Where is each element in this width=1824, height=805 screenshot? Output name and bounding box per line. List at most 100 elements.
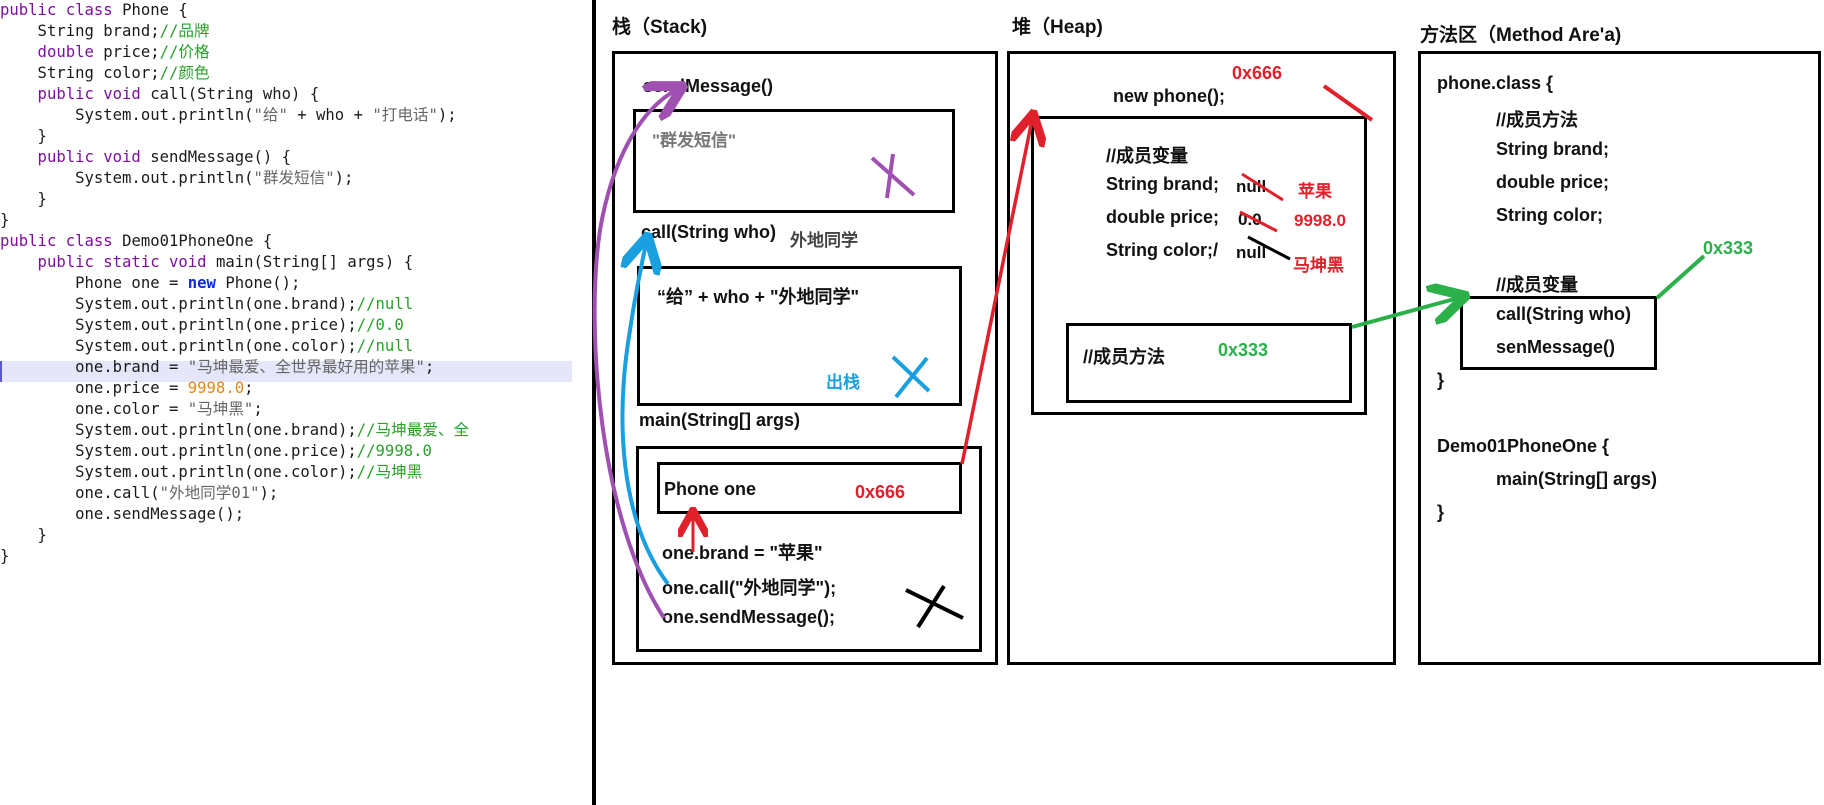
heap-methods-box bbox=[1066, 323, 1352, 403]
method-area-box bbox=[1418, 51, 1821, 665]
code-line: String color;//颜色 bbox=[0, 63, 210, 84]
field-color: String color; bbox=[1496, 205, 1603, 225]
heap-price-decl: double price; bbox=[1106, 207, 1220, 227]
class-open: phone.class { bbox=[1437, 73, 1554, 93]
code-token: Phone(); bbox=[225, 274, 301, 292]
code-line: System.out.println("给" + who + "打电话"); bbox=[0, 105, 457, 126]
code-token: public void bbox=[0, 148, 151, 166]
code-line: public class Demo01PhoneOne { bbox=[0, 231, 272, 252]
code-token: System.out.println( bbox=[0, 106, 254, 124]
class-close: } bbox=[1437, 370, 1445, 390]
code-token: //品牌 bbox=[159, 22, 210, 40]
phone-variable-label: Phone one bbox=[664, 479, 757, 499]
current-line-marker bbox=[0, 361, 2, 382]
code-token: ; bbox=[244, 379, 254, 397]
code-token: //马坤黑 bbox=[356, 463, 423, 481]
code-token: "马坤最爱、全世界最好用的苹果" bbox=[187, 358, 425, 376]
method-area-address: 0x333 bbox=[1703, 238, 1754, 258]
code-token: public class bbox=[0, 232, 123, 250]
code-line: Phone one = new Phone(); bbox=[0, 273, 300, 294]
send-message-frame-label: sendMessage() bbox=[643, 76, 774, 96]
pop-stack-label: 出栈 bbox=[826, 373, 860, 392]
call-frame-arg: 外地同学 bbox=[790, 231, 858, 250]
code-line: one.call("外地同学01"); bbox=[0, 483, 278, 504]
current-line-highlight bbox=[0, 361, 572, 382]
field-price: double price; bbox=[1496, 172, 1610, 192]
method-send: senMessage() bbox=[1496, 337, 1616, 357]
code-line: System.out.println(one.brand);//马坤最爱、全 bbox=[0, 420, 469, 441]
call-frame-label: call(String who) bbox=[641, 222, 776, 242]
code-token: System.out.println(one.price); bbox=[0, 442, 357, 460]
heap-color-new: 马坤黑 bbox=[1293, 256, 1344, 275]
pane-divider[interactable] bbox=[592, 0, 596, 805]
send-message-frame-text: "群发短信" bbox=[652, 131, 737, 150]
code-line: public void sendMessage() { bbox=[0, 147, 292, 168]
code-line: double price;//价格 bbox=[0, 42, 210, 63]
heap-object-address: 0x666 bbox=[1232, 63, 1283, 83]
heap-color-old: null bbox=[1236, 243, 1267, 262]
code-token: } bbox=[0, 127, 47, 145]
heap-methods-title: //成员方法 bbox=[1083, 347, 1166, 367]
code-line: System.out.println(one.color);//null bbox=[0, 336, 413, 357]
stack-title: 栈（Stack) bbox=[612, 17, 708, 38]
code-token: //价格 bbox=[159, 43, 210, 61]
code-token: Demo01PhoneOne { bbox=[122, 232, 273, 250]
code-token: System.out.println(one.brand); bbox=[0, 295, 357, 313]
code-token: //null bbox=[356, 337, 414, 355]
demo-class-close: } bbox=[1437, 502, 1445, 522]
code-token: one.sendMessage(); bbox=[0, 505, 245, 523]
code-line: } bbox=[0, 126, 47, 147]
heap-price-old: 0.0 bbox=[1238, 210, 1262, 229]
code-editor[interactable]: public class Phone { String brand;//品牌 d… bbox=[0, 0, 580, 805]
main-stmt-brand: one.brand = "苹果" bbox=[662, 543, 823, 563]
heap-brand-old: null bbox=[1236, 177, 1267, 196]
code-token: ); bbox=[259, 484, 279, 502]
code-token: } bbox=[0, 547, 10, 565]
code-line: System.out.println("群发短信"); bbox=[0, 168, 353, 189]
code-token: sendMessage() { bbox=[150, 148, 292, 166]
code-line: one.price = 9998.0; bbox=[0, 378, 254, 399]
code-token: call(String who) { bbox=[150, 85, 320, 103]
code-token: one.brand = bbox=[0, 358, 188, 376]
code-token: } bbox=[0, 211, 10, 229]
code-token: System.out.println( bbox=[0, 169, 254, 187]
main-stmt-call: one.call("外地同学"); bbox=[662, 578, 837, 598]
code-token: one.call( bbox=[0, 484, 160, 502]
code-token: } bbox=[0, 190, 47, 208]
code-line: System.out.println(one.color);//马坤黑 bbox=[0, 462, 422, 483]
code-line: one.brand = "马坤最爱、全世界最好用的苹果"; bbox=[0, 357, 434, 378]
code-token: //9998.0 bbox=[356, 442, 432, 460]
code-line: System.out.println(one.brand);//null bbox=[0, 294, 413, 315]
code-token: ); bbox=[334, 169, 354, 187]
method-area-title: 方法区（Method Are'a) bbox=[1420, 25, 1622, 46]
heap-price-new: 9998.0 bbox=[1294, 211, 1346, 230]
heap-brand-decl: String brand; bbox=[1106, 174, 1219, 194]
code-token: main(String[] args) { bbox=[215, 253, 414, 271]
code-token: "打电话" bbox=[372, 106, 438, 124]
code-line: } bbox=[0, 189, 47, 210]
method-table-box bbox=[1460, 296, 1657, 370]
heap-brand-new: 苹果 bbox=[1298, 182, 1332, 201]
code-line: String brand;//品牌 bbox=[0, 21, 210, 42]
demo-main-method: main(String[] args) bbox=[1496, 469, 1658, 489]
code-token: public class bbox=[0, 1, 123, 19]
code-token: //马坤最爱、全 bbox=[356, 421, 470, 439]
code-token: "群发短信" bbox=[253, 169, 335, 187]
code-line: System.out.println(one.price);//9998.0 bbox=[0, 441, 432, 462]
code-token: "外地同学01" bbox=[159, 484, 260, 502]
code-token: //0.0 bbox=[356, 316, 404, 334]
code-token: one.price = bbox=[0, 379, 188, 397]
method-call: call(String who) bbox=[1496, 304, 1631, 324]
code-token: System.out.println(one.brand); bbox=[0, 421, 357, 439]
code-token: } bbox=[0, 526, 47, 544]
code-line: } bbox=[0, 546, 9, 567]
demo-class-open: Demo01PhoneOne { bbox=[1437, 436, 1610, 456]
heap-title: 堆（Heap) bbox=[1012, 17, 1103, 38]
code-token: String brand; bbox=[0, 22, 160, 40]
code-line: one.sendMessage(); bbox=[0, 504, 244, 525]
code-token: ; bbox=[253, 400, 263, 418]
code-line: public class Phone { bbox=[0, 0, 188, 21]
send-message-frame bbox=[633, 109, 955, 213]
vars-comment: //成员变量 bbox=[1496, 275, 1579, 295]
phone-variable-address: 0x666 bbox=[855, 482, 906, 502]
